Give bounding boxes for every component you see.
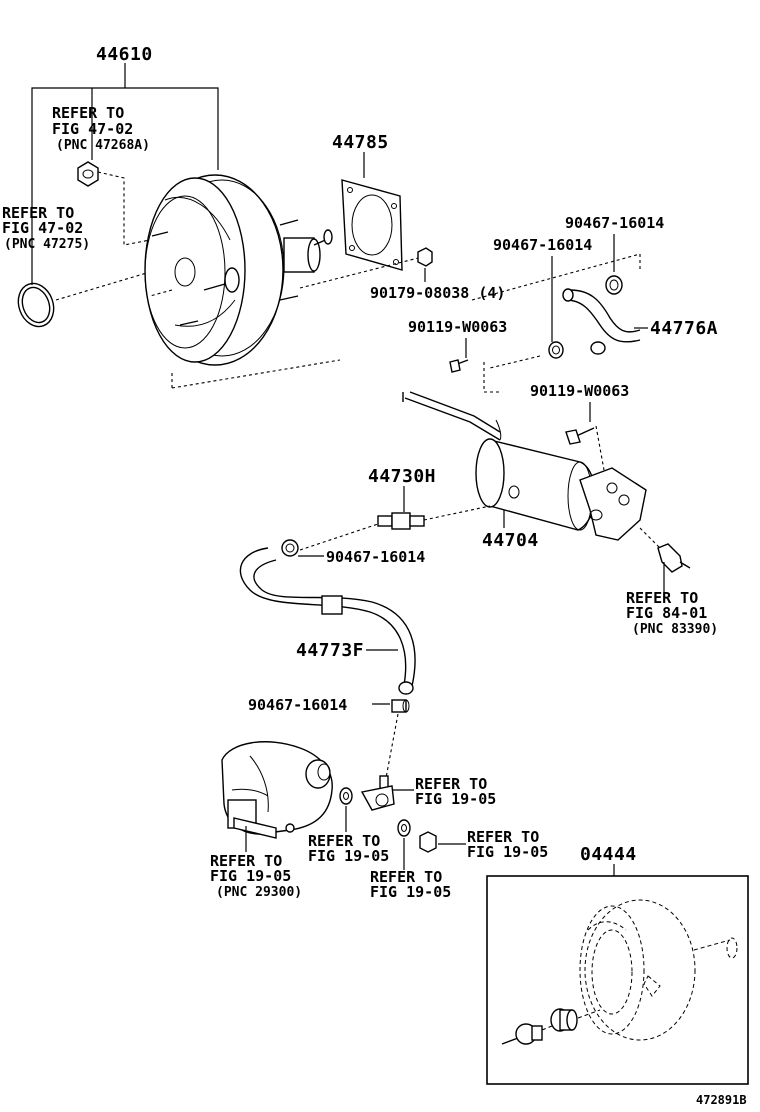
ref-a-line2: FIG 47-02: [52, 120, 133, 138]
ref-g-line1: REFER TO: [467, 828, 539, 846]
ref-d-line2: FIG 19-05: [415, 790, 496, 808]
ref-f-line2: FIG 19-05: [370, 883, 451, 901]
ref-a-line3: (PNC 47268A): [56, 138, 150, 153]
label-hose-upper: 44776A: [650, 318, 718, 339]
vacuum-pump: [221, 741, 333, 839]
bolt-a: [449, 359, 469, 373]
ref-h-line2: FIG 19-05: [210, 867, 291, 885]
union-fitting: [360, 775, 395, 811]
brake-booster: [144, 174, 333, 366]
label-gasket: 44785: [332, 132, 389, 153]
nut-90179: [417, 247, 433, 267]
ref-c-line3: (PNC 83390): [632, 622, 718, 637]
hose-upper: [562, 288, 641, 355]
kit-booster-ghost: [579, 899, 738, 1041]
union-bolt: [419, 831, 437, 853]
clip-mid: [281, 539, 299, 557]
nut-47268a: [77, 161, 99, 187]
label-hose-lower: 44773F: [296, 640, 364, 661]
clip-upper: [548, 341, 564, 359]
vacuum-tank: [402, 391, 647, 541]
ref-b-line2: FIG 47-02: [2, 219, 83, 237]
gasket: [341, 179, 403, 271]
kit-box: [486, 875, 749, 1085]
ref-h-line1: REFER TO: [210, 852, 282, 870]
clip-upper-right: [605, 275, 623, 295]
ref-a-line1: REFER TO: [52, 104, 124, 122]
ref-d-line1: REFER TO: [415, 775, 487, 793]
check-valve: [377, 512, 425, 530]
label-check-valve: 44730H: [368, 466, 436, 487]
ref-b-line3: (PNC 47275): [4, 237, 90, 252]
ref-c-line2: FIG 84-01: [626, 604, 707, 622]
o-ring: [17, 282, 55, 328]
label-tank: 44704: [482, 530, 539, 551]
ref-b-line1: REFER TO: [2, 204, 74, 222]
ref-g-line2: FIG 19-05: [467, 843, 548, 861]
ref-f-line1: REFER TO: [370, 868, 442, 886]
ref-e-line2: FIG 19-05: [308, 847, 389, 865]
label-clip-top: 90467-16014: [493, 236, 592, 254]
label-bolt-b: 90119-W0063: [530, 382, 629, 400]
label-bolt-a: 90119-W0063: [408, 318, 507, 336]
kit-grommet: [550, 1008, 578, 1032]
washer-right: [397, 819, 411, 837]
bolt-b: [565, 427, 595, 445]
kit-check-valve: [501, 1023, 543, 1045]
clip-low: [391, 699, 410, 713]
label-clip-top-right: 90467-16014: [565, 214, 664, 232]
hose-lower: [239, 547, 416, 695]
ref-e-line1: REFER TO: [308, 832, 380, 850]
label-clip-low: 90467-16014: [248, 696, 347, 714]
booster-assy-bracket: [31, 63, 219, 285]
ref-c-line1: REFER TO: [626, 589, 698, 607]
washer-left: [339, 787, 353, 805]
label-clip-mid: 90467-16014: [326, 548, 425, 566]
figure-id: 472891B: [696, 1093, 747, 1107]
ref-h-line3: (PNC 29300): [216, 885, 302, 900]
label-nut: 90179-08038 (4): [370, 284, 505, 302]
label-booster-assy: 44610: [96, 44, 153, 65]
pressure-sensor: [657, 543, 691, 573]
label-booster-kit: 04444: [580, 844, 637, 865]
